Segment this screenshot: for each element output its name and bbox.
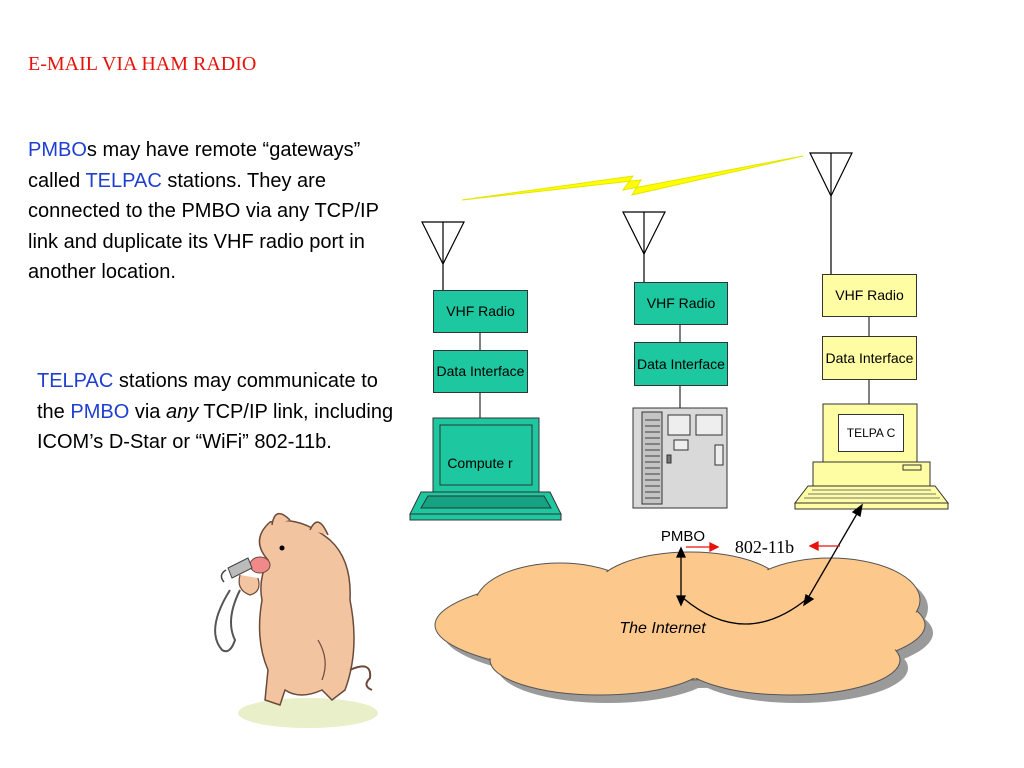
laptop-icon <box>793 403 950 510</box>
server-tower-icon <box>632 407 728 509</box>
wifi-label: 802-11b <box>734 537 795 557</box>
pig-mascot-icon <box>214 512 378 728</box>
paragraph-text: TCP/IP link, including ICOM’s D-Star or … <box>37 400 394 454</box>
computer-label: Compute r <box>447 455 513 471</box>
keyword-telpac: TELPAC <box>37 370 114 392</box>
left-data-interface: Data Interface <box>433 350 528 393</box>
internet-label: The Internet <box>619 620 706 637</box>
paragraph-text: stations may communicate to the <box>37 370 378 423</box>
keyword-pmbo: PMBO <box>28 139 87 161</box>
middle-data-interface: Data Interface <box>634 342 728 386</box>
laptop-icon <box>409 417 562 521</box>
slide-title: E-MAIL VIA HAM RADIO <box>28 53 257 75</box>
keyword-pmbo: PMBO <box>70 400 130 423</box>
telpac-label: TELPA C <box>838 414 904 452</box>
paragraph-text: stations. They are connected to the PMBO… <box>28 169 379 284</box>
keyword-telpac: TELPAC <box>85 169 162 192</box>
antenna-icon <box>622 211 666 283</box>
antenna-icon <box>809 152 853 275</box>
paragraph-text: s may have remote “gateways” called <box>28 139 361 192</box>
left-vhf-radio: VHF Radio <box>433 290 528 333</box>
right-vhf-radio: VHF Radio <box>822 274 917 317</box>
internet-cloud-icon <box>434 551 933 703</box>
paragraph-text: via <box>129 400 166 423</box>
right-data-interface: Data Interface <box>822 336 917 380</box>
pmbo-label: PMBO <box>660 528 706 545</box>
middle-vhf-radio: VHF Radio <box>634 282 728 325</box>
antenna-icon <box>421 221 465 290</box>
paragraph-telpac: TELPAC stations may communicate to the P… <box>37 366 407 458</box>
lightning-bolt-icon <box>461 155 804 201</box>
keyword-any: any <box>165 400 199 423</box>
paragraph-gateways: PMBOs may have remote “gateways” called … <box>28 135 398 288</box>
